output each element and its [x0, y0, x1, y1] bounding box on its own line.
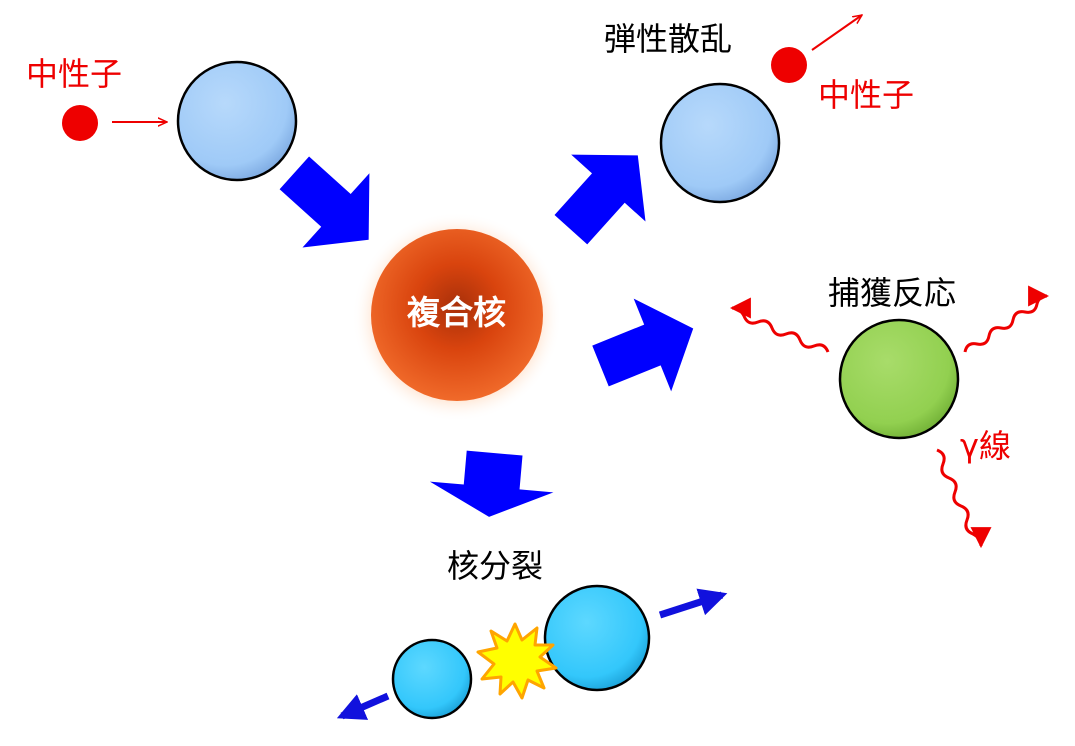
- compound-nucleus: [371, 229, 543, 401]
- gamma-ray-lower: [936, 448, 992, 549]
- fission-explosion-icon: [476, 622, 558, 700]
- fission-fragment-small: [391, 638, 473, 720]
- arrow-to-compound: [279, 156, 370, 248]
- fission-fragment-large: [543, 584, 651, 692]
- incoming-neutron: [62, 105, 98, 141]
- label-fission: 核分裂: [447, 547, 544, 585]
- arrow-to-elastic: [554, 154, 646, 245]
- label-neutron-in: 中性子: [26, 55, 123, 93]
- arrow-to-capture: [592, 298, 694, 392]
- label-neutron-out: 中性子: [818, 76, 915, 114]
- label-elastic-scattering: 弾性散乱: [604, 20, 733, 58]
- label-gamma-ray: γ線: [960, 427, 1011, 465]
- neutron-outgoing-arrow: [811, 15, 862, 51]
- arrow-to-fission: [429, 450, 554, 517]
- capture-nucleus: [838, 318, 960, 440]
- scattered-nucleus: [659, 82, 781, 204]
- label-compound-nucleus: 複合核: [407, 293, 506, 332]
- gamma-ray-upper-left: [729, 297, 830, 353]
- label-capture-reaction: 捕獲反応: [828, 274, 957, 312]
- gamma-ray-upper-right: [963, 285, 1050, 353]
- fragment-right-arrow: [658, 588, 728, 619]
- scattered-neutron: [771, 47, 807, 83]
- target-nucleus: [176, 60, 298, 182]
- fragment-left-arrow: [336, 692, 390, 720]
